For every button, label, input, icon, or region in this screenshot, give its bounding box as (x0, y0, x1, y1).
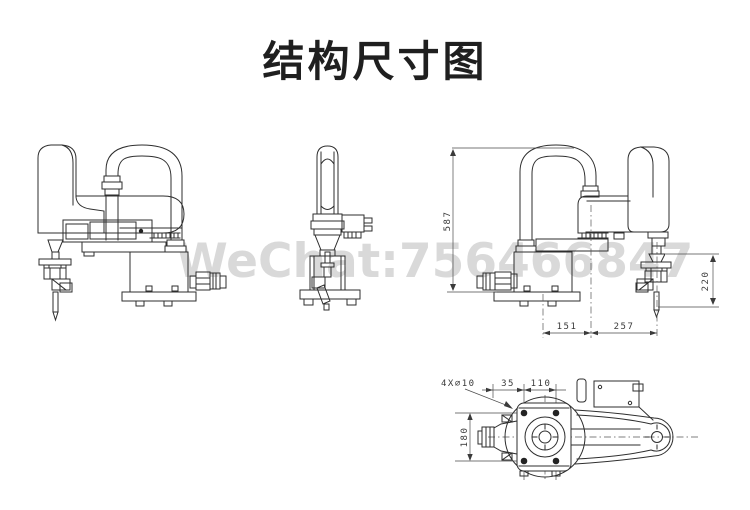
dim-text-180: 180 (460, 427, 470, 448)
dim-mounting-holes: 4X∅10 (441, 379, 513, 409)
dim-quill-stroke: 220 (658, 253, 719, 308)
dim-hole-pitch-y: 180 (455, 412, 517, 462)
dim-text-110: 110 (531, 379, 552, 389)
dim-horizontal-offsets: 151 257 (543, 322, 657, 336)
page-title: 结构尺寸图 (262, 37, 488, 86)
dim-text-holes: 4X∅10 (441, 379, 476, 389)
top-view: 4X∅10 35 110 180 (441, 378, 700, 482)
watermark-text: WeChat:756466847 (176, 234, 694, 289)
dim-text-151: 151 (557, 322, 578, 332)
dim-text-35: 35 (501, 379, 515, 389)
dim-text-587: 587 (443, 211, 453, 232)
dim-text-220: 220 (701, 271, 711, 292)
dim-overall-height: 587 (443, 147, 574, 293)
side-view-right: 587 220 151 257 (443, 144, 719, 338)
side-view-left (37, 144, 227, 322)
front-view (299, 145, 373, 311)
dim-text-257: 257 (614, 322, 635, 332)
dim-hole-pitch-x: 35 110 (482, 379, 566, 398)
